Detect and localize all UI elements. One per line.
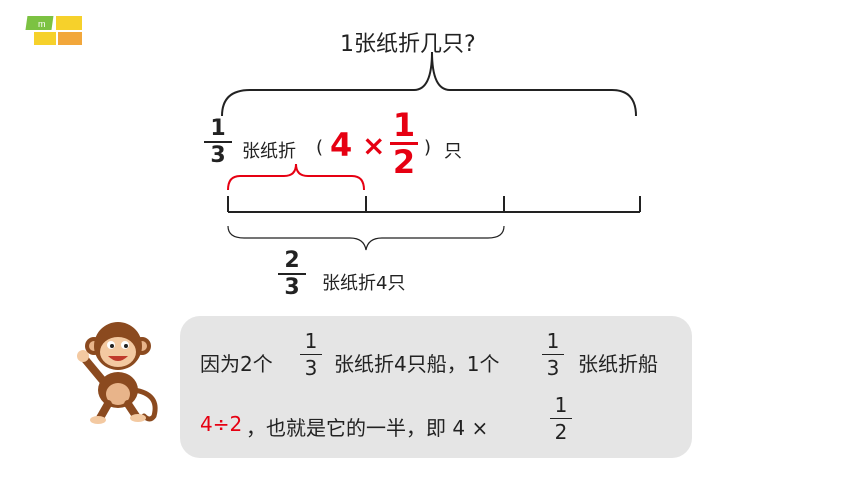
svg-text:m: m [38,19,46,29]
question-title: 1张纸折几只? [340,32,476,57]
paren-close: ) [424,137,432,158]
whole-brace [221,51,637,117]
answer-times: × [362,129,386,162]
bubble-fraction-one-third-a: 1 3 [300,328,322,381]
paren-open: ( [316,137,324,158]
two-thirds-brace [227,225,505,251]
answer-four: 4 [330,126,353,164]
fraction-one-third: 1 3 [204,116,232,168]
monkey-icon [77,322,158,424]
one-third-text: 张纸折 [242,141,296,162]
one-third-brace [227,163,365,191]
speech-bubble [180,316,692,458]
bubble-line2-text: ，也就是它的一半，即 4 × [246,416,489,440]
bubble-line1-c: 张纸折船 [578,352,658,376]
bubble-fraction-half: 1 2 [550,392,572,445]
bubble-line1-a: 因为2个 [200,352,273,376]
bubble-line2-red: 4÷2 [200,412,243,436]
answer-fraction-half: 1 2 [390,108,418,179]
bubble-line1-b: 张纸折4只船，1个 [334,352,500,376]
logo-blocks-icon: m [25,16,82,45]
fraction-two-thirds: 2 3 [278,248,306,300]
unit-text: 只 [444,141,462,162]
two-thirds-text: 张纸折4只 [322,273,406,294]
bubble-fraction-one-third-b: 1 3 [542,328,564,381]
